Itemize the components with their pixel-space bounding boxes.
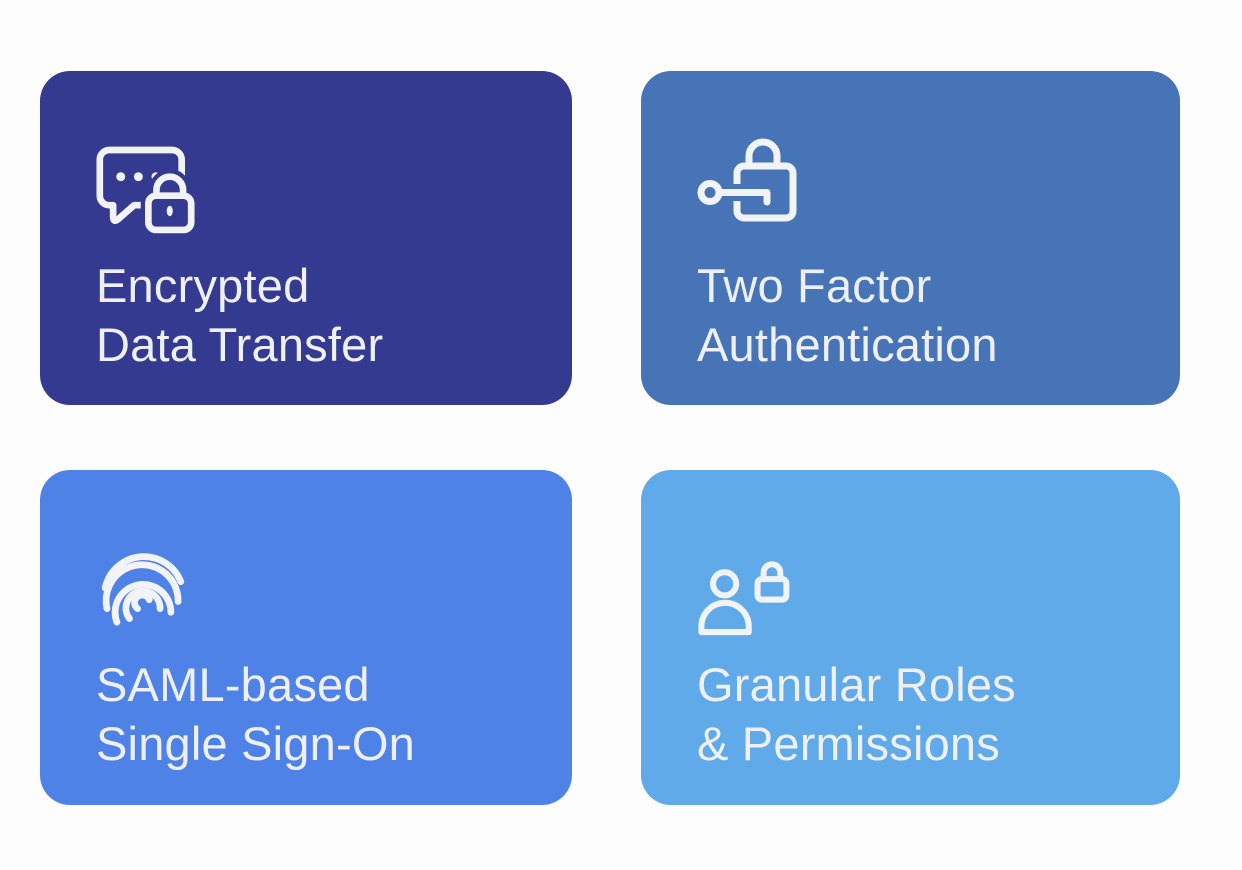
icon-wrap: [697, 541, 794, 636]
card-two-factor-authentication: Two Factor Authentication: [641, 71, 1180, 405]
card-granular-roles-permissions: Granular Roles & Permissions: [641, 470, 1180, 805]
title-line-2: Single Sign-On: [96, 717, 415, 770]
title-line-1: Two Factor: [697, 259, 932, 312]
title-line-2: Data Transfer: [96, 318, 384, 371]
icon-wrap: [96, 142, 199, 238]
title-line-1: Encrypted: [96, 259, 310, 312]
title-line-2: & Permissions: [697, 717, 1000, 770]
icon-wrap: [697, 138, 801, 234]
card-title: Granular Roles & Permissions: [697, 655, 1016, 773]
card-encrypted-data-transfer: Encrypted Data Transfer: [40, 71, 572, 405]
chat-lock-icon: [96, 146, 199, 238]
card-title: Two Factor Authentication: [697, 256, 998, 374]
card-title: Encrypted Data Transfer: [96, 256, 383, 374]
card-saml-single-sign-on: SAML-based Single Sign-On: [40, 470, 572, 805]
fingerprint-icon: [101, 553, 185, 626]
title-line-2: Authentication: [697, 318, 998, 371]
title-line-1: Granular Roles: [697, 658, 1016, 711]
title-line-1: SAML-based: [96, 658, 370, 711]
user-lock-icon: [698, 561, 790, 636]
card-title: SAML-based Single Sign-On: [96, 655, 415, 773]
key-unlock-icon: [697, 138, 797, 222]
icon-wrap: [96, 541, 190, 633]
